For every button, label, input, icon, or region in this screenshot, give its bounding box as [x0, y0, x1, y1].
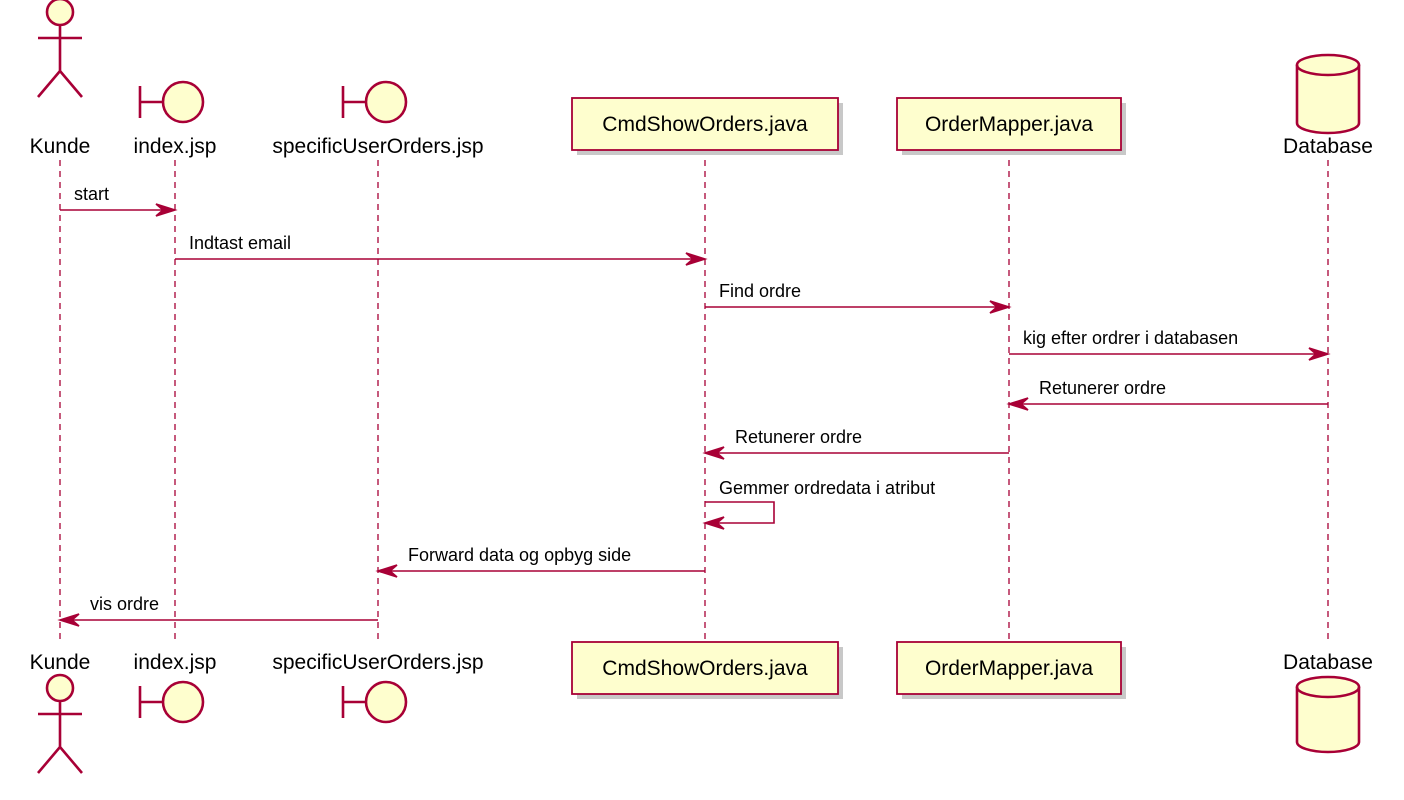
arrow-head [155, 203, 178, 217]
message-label: Retunerer ordre [735, 427, 862, 447]
participant-box [896, 97, 1122, 151]
message-label: Retunerer ordre [1039, 378, 1166, 398]
participant-box [896, 641, 1122, 695]
boundary-circle [364, 80, 408, 124]
message-8: Forward data og opbyg side [375, 545, 705, 578]
message-4: kig efter ordrer i databasen [1009, 328, 1331, 361]
database-cylinder [1295, 53, 1361, 135]
participant-specific-top: specificUserOrders.jsp [272, 80, 484, 158]
participant-name: Database [1283, 651, 1373, 674]
message-label: vis ordre [90, 594, 159, 614]
message-label: Indtast email [189, 233, 291, 253]
message-2: Indtast email [175, 233, 708, 266]
lifelines [59, 160, 1329, 642]
message-1: start [60, 184, 178, 217]
participants-bottom: Kunde index.jsp specificUserOrders.jsp CmdS… [30, 641, 1373, 774]
participant-index-top: index.jsp [134, 80, 217, 158]
boundary-circle [161, 80, 205, 124]
participant-name: CmdShowOrders.java [602, 113, 808, 136]
participant-name: Database [1283, 135, 1373, 158]
arrow-head [989, 300, 1012, 314]
participant-cmd-bottom: CmdShowOrders.java [571, 641, 843, 699]
participant-name: Kunde [30, 135, 91, 158]
message-line [705, 501, 775, 524]
boundary-circle [364, 680, 408, 724]
database-rim [1295, 686, 1361, 699]
arrow-head [685, 252, 708, 266]
actor-body [37, 25, 83, 98]
arrow-head [702, 446, 725, 460]
message-7: Gemmer ordredata i atribut [702, 478, 935, 530]
participant-specific-bottom: specificUserOrders.jsp [272, 651, 484, 724]
participant-name: OrderMapper.java [925, 113, 1093, 136]
actor-head [45, 673, 75, 703]
participant-name: OrderMapper.java [925, 657, 1093, 680]
participant-index-bottom: index.jsp [134, 651, 217, 724]
participant-name: specificUserOrders.jsp [272, 135, 483, 158]
boundary-bar [341, 86, 366, 118]
boundary-bar [138, 686, 163, 718]
participant-kunde-bottom: Kunde [30, 651, 91, 774]
arrow-head [57, 613, 80, 627]
participant-box [571, 97, 839, 151]
message-6: Retunerer ordre [702, 427, 1009, 460]
arrow-head [1006, 397, 1029, 411]
message-5: Retunerer ordre [1006, 378, 1328, 411]
message-9: vis ordre [57, 594, 378, 627]
boundary-bar [341, 686, 366, 718]
boundary-circle [161, 680, 205, 724]
participant-db-top: Database [1283, 53, 1373, 158]
participant-name: specificUserOrders.jsp [272, 651, 483, 674]
arrow-head [375, 564, 398, 578]
participants-top: Kunde index.jsp specificUserOrders.jsp CmdS… [30, 0, 1373, 158]
participant-cmd-top: CmdShowOrders.java [571, 97, 843, 155]
message-label: start [74, 184, 109, 204]
database-rim [1295, 64, 1361, 77]
message-label: Find ordre [719, 281, 801, 301]
participant-kunde-top: Kunde [30, 0, 91, 158]
participant-mapper-bottom: OrderMapper.java [896, 641, 1126, 699]
message-label: Forward data og opbyg side [408, 545, 631, 565]
participant-box [571, 641, 839, 695]
message-3: Find ordre [705, 281, 1012, 314]
message-label: kig efter ordrer i databasen [1023, 328, 1238, 348]
actor-body [37, 701, 83, 774]
participant-db-bottom: Database [1283, 651, 1373, 754]
boundary-bar [138, 86, 163, 118]
participant-name: CmdShowOrders.java [602, 657, 808, 680]
message-label: Gemmer ordredata i atribut [719, 478, 935, 498]
participant-name: Kunde [30, 651, 91, 674]
arrow-head [702, 516, 725, 530]
arrow-head [1308, 347, 1331, 361]
actor-head [45, 0, 75, 27]
participant-name: index.jsp [134, 651, 217, 674]
participant-name: index.jsp [134, 135, 217, 158]
participant-mapper-top: OrderMapper.java [896, 97, 1126, 155]
database-cylinder [1295, 675, 1361, 754]
